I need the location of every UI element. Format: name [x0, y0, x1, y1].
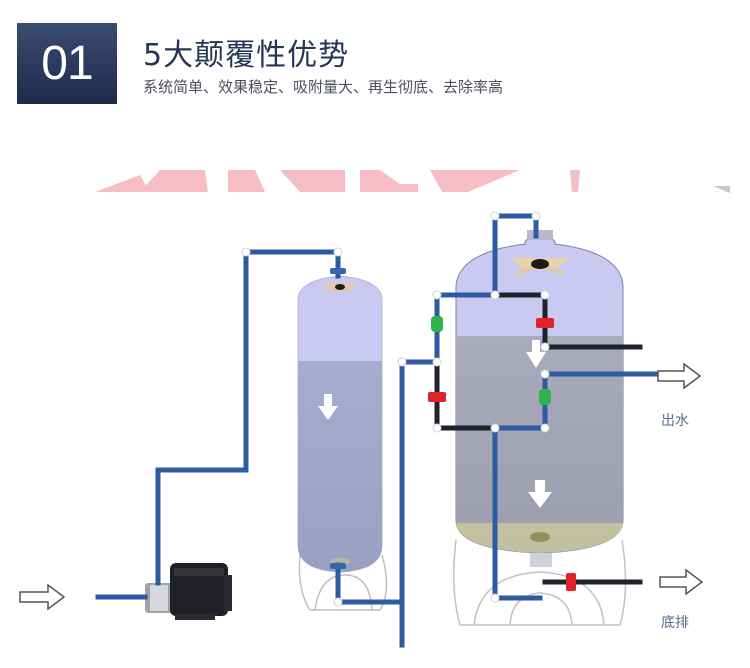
section-title: 5大颠覆性优势 — [143, 38, 350, 73]
outlet-arrow — [657, 362, 702, 390]
flow-arrow-down-icon — [526, 340, 546, 368]
inlet-arrow — [19, 583, 66, 611]
section-number-badge: 01 — [17, 23, 117, 104]
valve-red-icon — [536, 318, 554, 328]
watermark-band — [95, 170, 580, 192]
valve-red-icon — [566, 573, 576, 591]
watermark-corner — [713, 186, 730, 193]
bottom-drain-label: 底排 — [661, 615, 689, 631]
flow-arrow-down-icon — [318, 394, 338, 420]
outlet-label: 出水 — [661, 413, 689, 429]
drain-arrow — [659, 568, 704, 596]
pipe-joints — [241, 211, 550, 607]
pre-filter-vessel — [297, 275, 383, 573]
top-distributor — [510, 258, 570, 276]
pre-filter-stand — [298, 554, 388, 611]
flow-arrow-down-icon — [528, 480, 552, 508]
section-subtitle: 系统简单、效果稳定、吸附量大、再生彻底、去除率高 — [143, 78, 504, 96]
valve-green-icon — [431, 316, 443, 332]
pre-filter-inlet-nozzle — [330, 268, 346, 569]
main-vessel-stand — [453, 539, 627, 626]
pump — [145, 563, 232, 620]
valve-green-icon — [539, 389, 551, 405]
valve-red-icon — [428, 392, 446, 402]
